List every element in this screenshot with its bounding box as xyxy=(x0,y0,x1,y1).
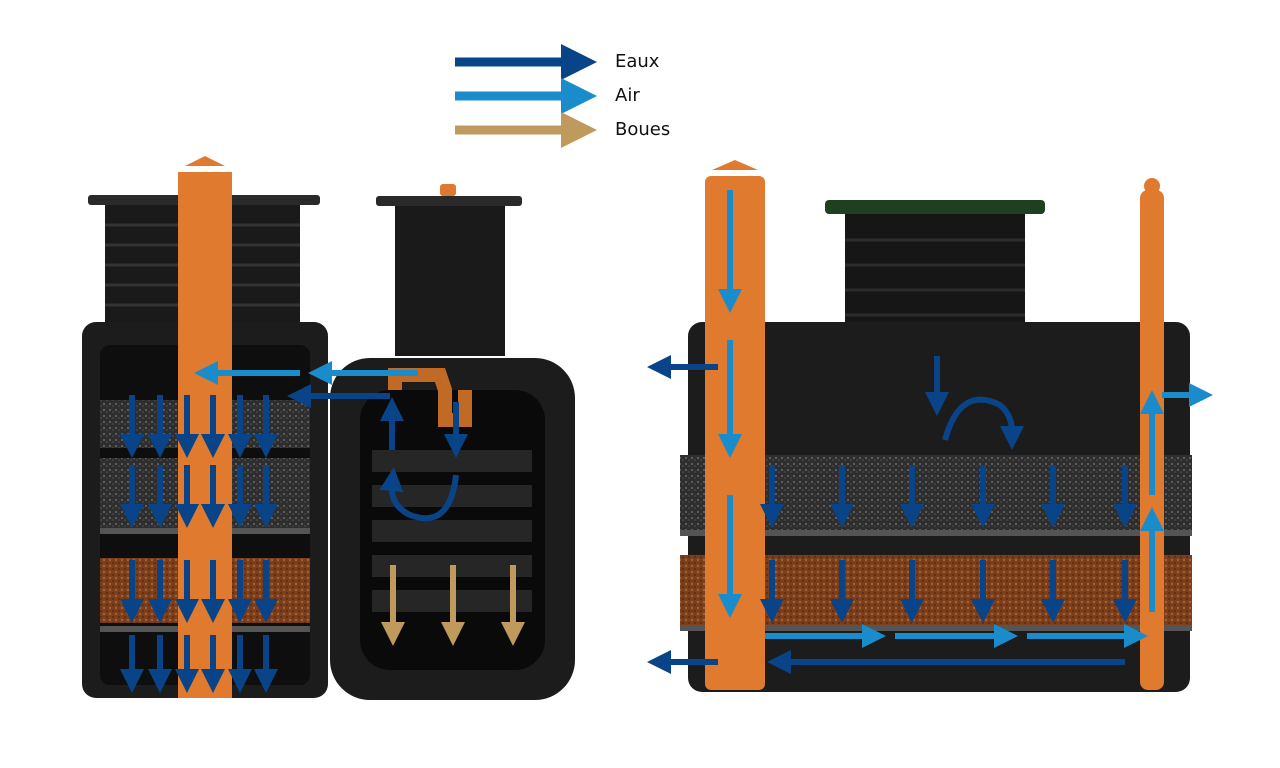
filter-tank-left xyxy=(82,156,328,698)
legend-label-boues: Boues xyxy=(615,119,671,140)
compact-tank-right xyxy=(680,160,1192,692)
legend-label-air: Air xyxy=(615,85,640,106)
eaux-arrows xyxy=(120,355,1137,693)
legend-label-eaux: Eaux xyxy=(615,51,660,72)
air-arrows xyxy=(194,190,1213,648)
boues-arrows xyxy=(381,565,525,646)
legend xyxy=(455,44,597,148)
